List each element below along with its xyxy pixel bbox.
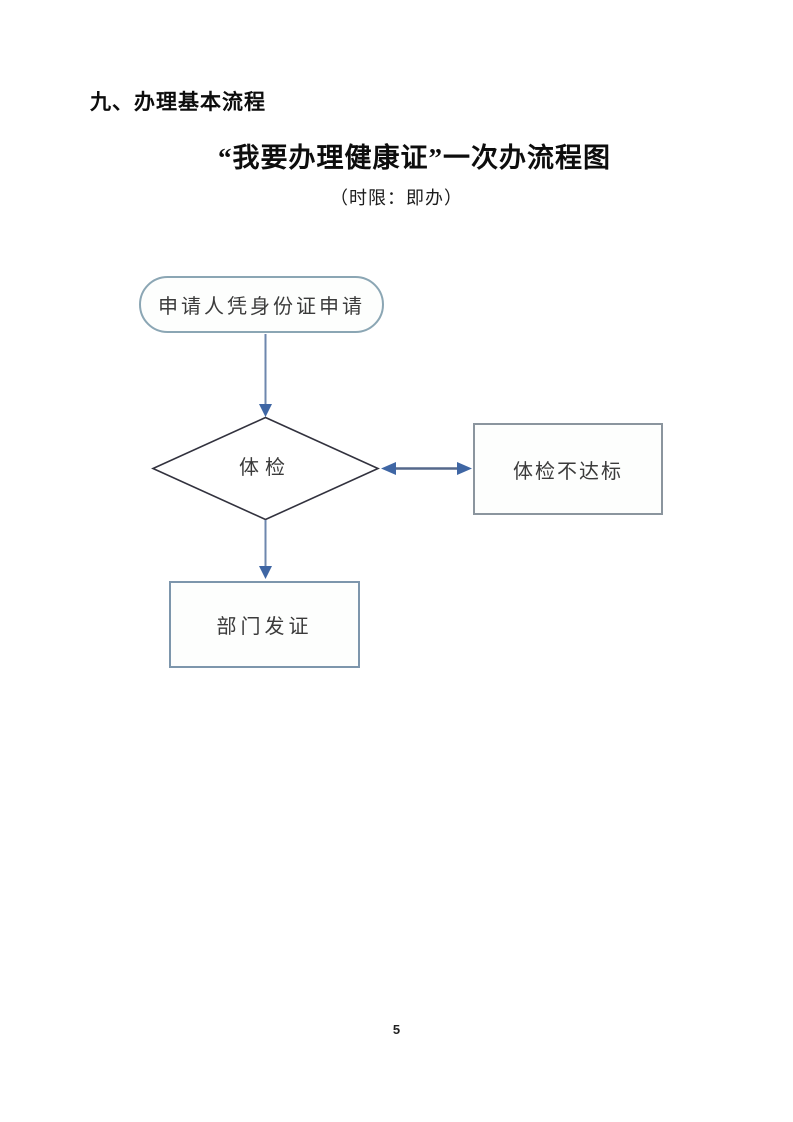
- issue-cert-label: 部门发证: [216, 616, 313, 638]
- section-heading: 九、办理基本流程: [90, 91, 266, 114]
- flowchart-node-issue-cert-rect: 部门发证: [169, 581, 360, 668]
- start-node-label: 申请人凭身份证申请: [158, 296, 365, 318]
- flowchart-node-start-terminator: 申请人凭身份证申请: [139, 276, 384, 333]
- double-arrow-decision-to-fail: [381, 462, 472, 475]
- page-title: “我要办理健康证”一次办流程图: [218, 143, 611, 173]
- flowchart-node-exam-fail-rect: 体检不达标: [473, 423, 663, 515]
- page-number: 5: [392, 1022, 401, 1037]
- arrow-decision-to-issue: [259, 520, 272, 579]
- exam-fail-label: 体检不达标: [513, 460, 623, 483]
- time-limit-subtitle: （时限：即办）: [330, 188, 463, 208]
- arrow-start-to-decision: [259, 334, 272, 417]
- decision-node-label: 体检: [239, 457, 291, 479]
